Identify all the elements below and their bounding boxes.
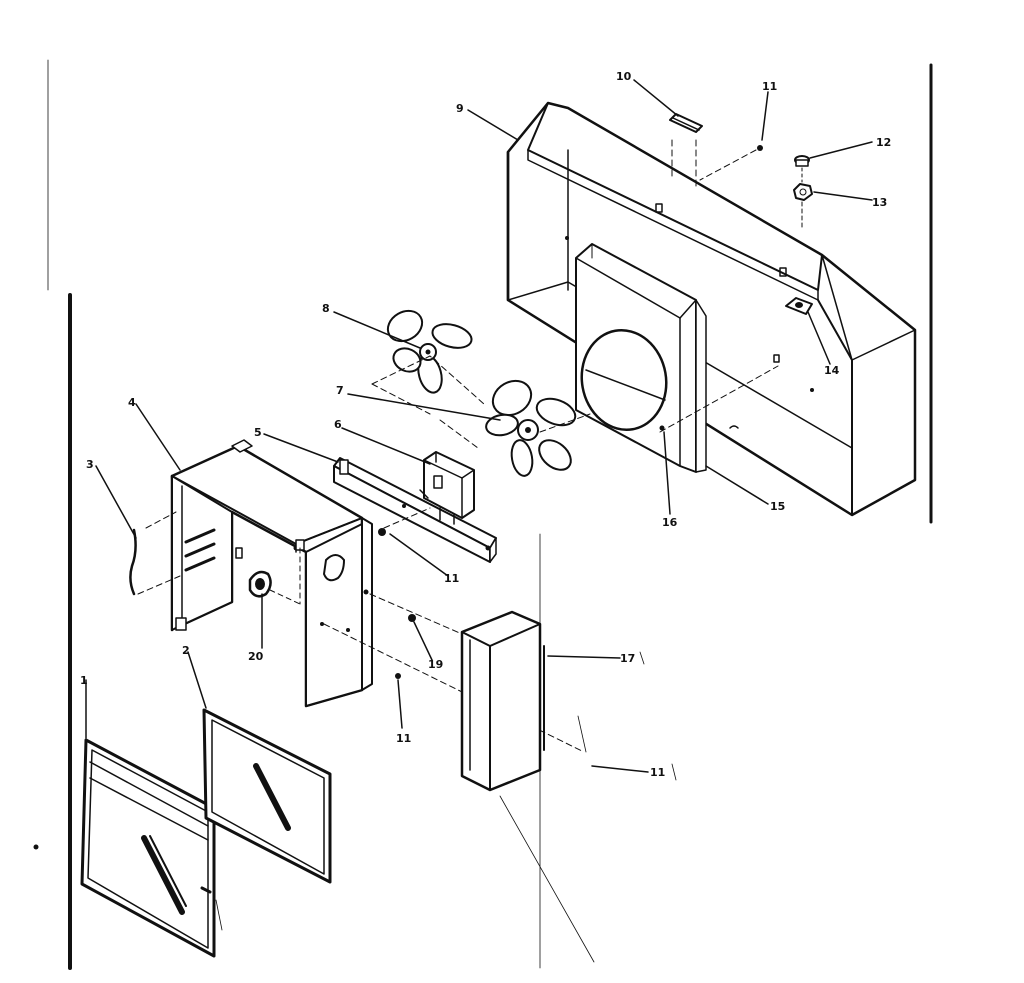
fan-blade-part-8 [386, 309, 473, 394]
housing-part-9 [506, 101, 917, 517]
label-7: 7 [336, 384, 344, 397]
label-11-bottom: 11 [396, 732, 411, 745]
inner-panel-part-4 [170, 439, 373, 708]
label-4: 4 [128, 396, 136, 409]
door-part-2 [202, 708, 332, 884]
label-16: 16 [662, 516, 678, 529]
label-17: 17 [620, 652, 635, 665]
label-6: 6 [334, 418, 342, 431]
label-20: 20 [248, 650, 264, 663]
label-9: 9 [456, 102, 464, 115]
part-labels: 9 10 11 12 13 14 15 16 8 7 6 5 4 3 11 20… [80, 70, 891, 779]
page-border-lines [33, 59, 933, 970]
label-13: 13 [872, 196, 887, 209]
label-10: 10 [616, 70, 632, 83]
label-12: 12 [876, 136, 891, 149]
label-11-right: 11 [650, 766, 665, 779]
leader-lines [85, 79, 873, 969]
knob-part-20 [248, 547, 301, 605]
label-3: 3 [86, 458, 94, 471]
label-1: 1 [80, 674, 88, 687]
label-5: 5 [254, 426, 262, 439]
bracket-part-5 [333, 457, 497, 563]
fasteners-top [699, 145, 813, 315]
label-15: 15 [770, 500, 785, 513]
part-10 [669, 113, 703, 189]
label-14: 14 [824, 364, 840, 377]
label-11-mid: 11 [444, 572, 459, 585]
label-2: 2 [182, 644, 190, 657]
label-11-top: 11 [762, 80, 777, 93]
fan-dashed-guides [371, 355, 779, 449]
part-3 [129, 511, 181, 596]
fan-blade-part-7 [485, 379, 577, 477]
door-part-1 [80, 738, 216, 958]
label-8: 8 [322, 302, 330, 315]
label-19: 19 [428, 658, 443, 671]
motor-part-6 [419, 451, 475, 525]
